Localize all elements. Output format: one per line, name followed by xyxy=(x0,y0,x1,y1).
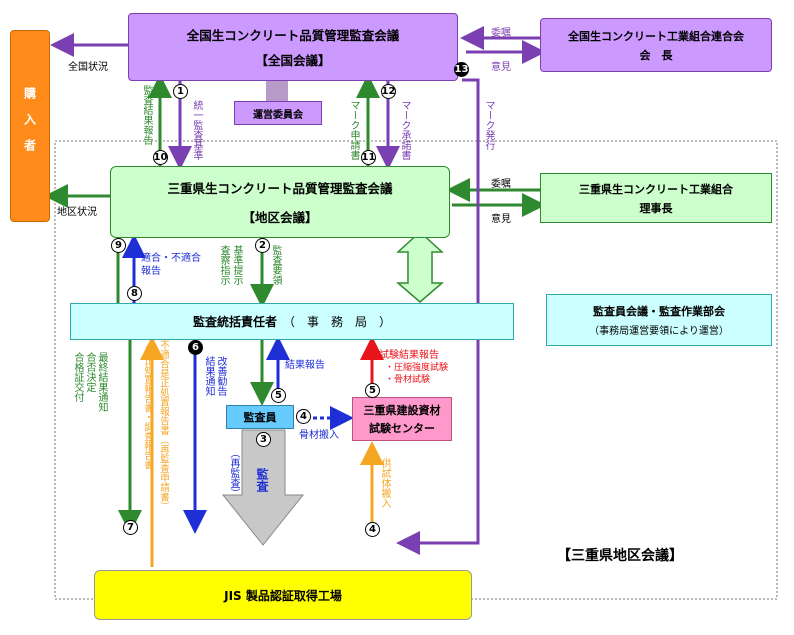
reaudit-label: （再監査） xyxy=(228,448,239,498)
test-center-line1: 三重県建設資材 xyxy=(363,404,441,417)
national-council-subtitle: 【全国会議】 xyxy=(255,53,331,68)
jis-factory-label: JIS 製品認証取得工場 xyxy=(224,588,342,603)
aggregate-delivery-label: 骨材搬入 xyxy=(299,430,339,441)
test-center-box: 三重県建設資材 試験センター xyxy=(352,397,452,441)
step-8: 8 xyxy=(127,286,142,301)
instruction-2: 基準提示 xyxy=(231,245,242,285)
auditor-meeting-line1: 監査員会議・監査作業部会 xyxy=(593,305,725,318)
step-13: 13 xyxy=(454,62,469,77)
nonconform-report-1: 不適合是正処置報告書（再監査申請書） xyxy=(158,340,169,511)
connector xyxy=(266,81,288,101)
step-12: 12 xyxy=(381,84,396,99)
supervisor-title: 監査統括責任者 xyxy=(192,315,277,329)
final-notice-2: 合否決定 xyxy=(84,352,95,392)
step-1: 1 xyxy=(173,84,188,99)
nonconform-report-2: 是正処置報告書・調査報告書 xyxy=(142,346,153,470)
auditor-meeting-line2: （事務局運営要領により運営） xyxy=(589,326,729,337)
regional-council-title: 三重県生コンクリート品質管理監査会議 xyxy=(167,181,393,196)
audit-report-up-label: 監査結果報告 xyxy=(141,85,152,145)
mark-approval-label: マーク承諾書 xyxy=(399,100,410,160)
national-federation-box: 全国生コンクリート工業組合連合会 会 長 xyxy=(540,18,772,72)
auditor-label: 監査員 xyxy=(243,411,277,424)
audit-arrow-label: 監査 xyxy=(255,468,269,492)
national-status-label: 全国状況 xyxy=(68,62,108,73)
regional-council-box: 三重県生コンクリート品質管理監査会議 【地区会議】 xyxy=(110,166,450,238)
specimen-delivery-label: 供試体搬入 xyxy=(379,458,390,508)
audit-arrow xyxy=(221,429,305,546)
regional-council-subtitle: 【地区会議】 xyxy=(242,210,318,225)
steering-committee-box: 運営委員会 xyxy=(234,101,322,125)
improvement-2: 結果通知 xyxy=(203,356,214,396)
step-2: 2 xyxy=(255,238,270,253)
auditor-box: 監査員 xyxy=(226,405,294,429)
step-5b: 5 xyxy=(365,383,380,398)
step-3: 3 xyxy=(256,432,271,447)
unified-standard-label: 統一監査基準 xyxy=(191,100,202,160)
improvement-1: 改善勧告 xyxy=(215,356,226,396)
result-report-label: 結果報告 xyxy=(285,360,325,371)
instruction-3: 査察指示 xyxy=(218,245,229,285)
final-notice-1: 最終結果通知 xyxy=(96,352,107,412)
auditor-meeting-box: 監査員会議・監査作業部会 （事務局運営要領により運営） xyxy=(546,294,772,346)
steering-committee-label: 運営委員会 xyxy=(253,109,303,121)
national-council-box: 全国生コンクリート品質管理監査会議 【全国会議】 xyxy=(128,13,458,81)
mie-union-line2: 理事長 xyxy=(639,201,673,215)
step-6: 6 xyxy=(188,340,203,355)
test-center-line2: 試験センター xyxy=(369,422,435,435)
conform-report-label: 適合・不適合報告 xyxy=(141,253,201,277)
final-notice-3: 合格証交付 xyxy=(72,352,83,402)
commission-top-label: 委嘱 xyxy=(491,28,511,39)
test-report-label: 試験結果報告 xyxy=(379,350,439,361)
step-11: 11 xyxy=(361,150,376,165)
test-item-1: ・圧縮強度試験 xyxy=(385,363,449,373)
step-4a: 4 xyxy=(296,409,311,424)
double-arrow xyxy=(395,230,445,303)
test-item-2: ・骨材試験 xyxy=(385,375,431,385)
opinion-top-label: 意見 xyxy=(491,62,511,73)
supervisor-bar: 監査統括責任者 （ 事 務 局 ） xyxy=(70,303,514,340)
step-9: 9 xyxy=(111,238,126,253)
purchaser-box: 購入者 xyxy=(10,30,50,222)
mie-union-line1: 三重県生コンクリート工業組合 xyxy=(579,182,733,196)
step-5a: 5 xyxy=(271,388,286,403)
instruction-1: 監査要領 xyxy=(270,245,281,285)
national-federation-line2: 会 長 xyxy=(639,48,673,62)
purchaser-label: 購入者 xyxy=(22,87,37,165)
national-federation-line1: 全国生コンクリート工業組合連合会 xyxy=(568,29,744,43)
commission-mid-label: 委嘱 xyxy=(491,179,511,190)
national-council-title: 全国生コンクリート品質管理監査会議 xyxy=(186,28,400,43)
step-10: 10 xyxy=(153,150,168,165)
mark-application-label: マーク申請書 xyxy=(348,100,359,160)
jis-factory-box: JIS 製品認証取得工場 xyxy=(94,570,472,620)
mark-issue-label: マーク発行 xyxy=(483,100,494,150)
mie-union-box: 三重県生コンクリート工業組合 理事長 xyxy=(540,173,772,223)
region-label: 【三重県地区会議】 xyxy=(557,548,683,564)
opinion-mid-label: 意見 xyxy=(491,214,511,225)
region-status-label: 地区状況 xyxy=(57,207,97,218)
supervisor-office: （ 事 務 局 ） xyxy=(283,315,392,329)
step-4b: 4 xyxy=(365,522,380,537)
step-7: 7 xyxy=(123,520,138,535)
